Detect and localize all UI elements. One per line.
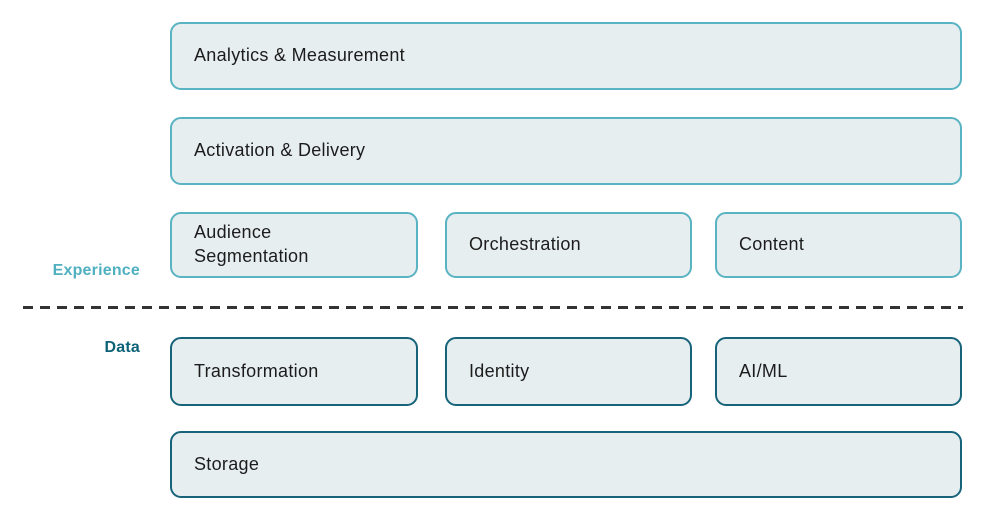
box-transformation: Transformation (170, 337, 418, 406)
box-audience-segmentation-label: Audience Segmentation (194, 222, 309, 266)
box-content-label: Content (739, 234, 805, 255)
box-activation-delivery: Activation & Delivery (170, 117, 962, 185)
experience-section-label: Experience (52, 262, 140, 279)
box-ai-ml-label: AI/ML (739, 360, 788, 381)
box-storage: Storage (170, 431, 962, 498)
box-orchestration: Orchestration (445, 212, 692, 278)
box-identity-label: Identity (469, 360, 530, 381)
box-identity: Identity (445, 337, 692, 406)
box-storage-label: Storage (194, 453, 260, 474)
box-transformation-label: Transformation (194, 360, 319, 381)
box-audience-segmentation: Audience Segmentation (170, 212, 418, 278)
box-activation-delivery-label: Activation & Delivery (194, 140, 366, 161)
box-content: Content (715, 212, 962, 278)
section-divider-dashed-line (23, 306, 963, 309)
box-ai-ml: AI/ML (715, 337, 962, 406)
box-analytics-measurement: Analytics & Measurement (170, 22, 962, 90)
box-analytics-measurement-label: Analytics & Measurement (194, 45, 405, 66)
box-orchestration-label: Orchestration (469, 234, 581, 255)
data-section-label: Data (104, 339, 140, 356)
